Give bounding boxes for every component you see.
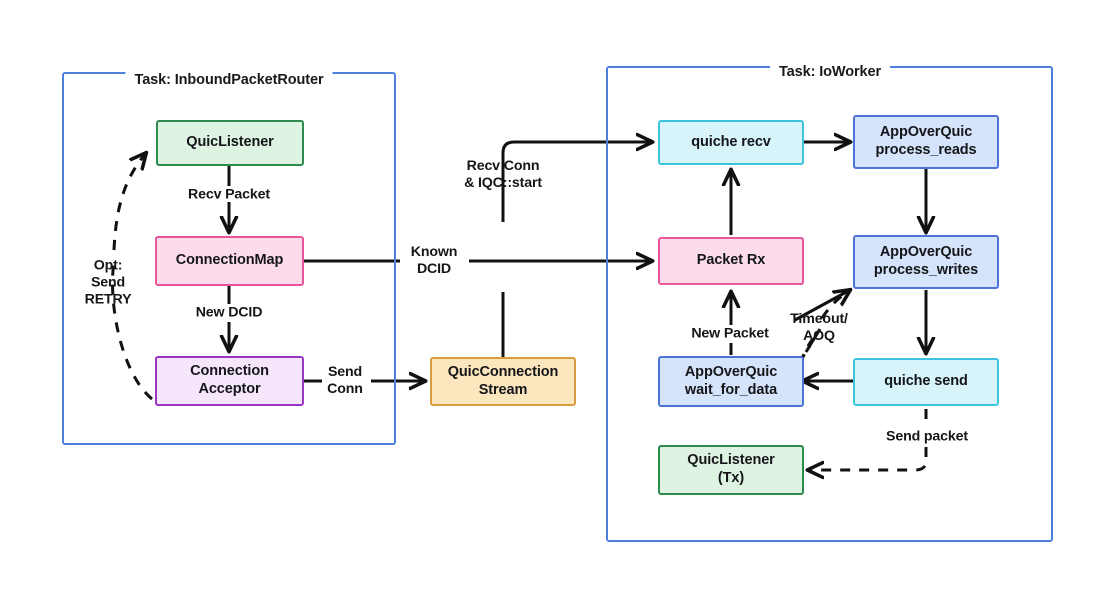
node-connection-acceptor-label-line2: Acceptor (198, 381, 261, 397)
node-connection-acceptor-label-line1: Connection (190, 363, 269, 380)
node-aoq-process-reads-label-line1: AppOverQuic (879, 124, 973, 141)
node-aoq-process-reads[interactable]: AppOverQuic process_reads (853, 115, 999, 169)
panel-inbound-packet-router-title: Task: InboundPacketRouter (125, 72, 333, 88)
node-aoq-process-writes-label-line1: AppOverQuic (879, 244, 973, 261)
edge-label-opt-send-retry: Opt: Send RETRY (84, 257, 132, 308)
node-aoq-wait-for-data[interactable]: AppOverQuic wait_for_data (658, 356, 804, 407)
node-packet-rx[interactable]: Packet Rx (658, 237, 804, 285)
edge-label-recv-packet: Recv Packet (188, 186, 270, 203)
node-quic-listener-tx[interactable]: QuicListener (Tx) (658, 445, 804, 495)
node-quiche-recv[interactable]: quiche recv (658, 120, 804, 165)
node-quic-connection-stream-label-line2: Stream (478, 381, 528, 398)
edge-label-new-packet: New Packet (691, 325, 769, 342)
edge-label-send-packet: Send packet (886, 428, 968, 445)
edge-label-timeout-aoq: Timeout/ AOQ (790, 310, 848, 344)
node-quic-connection-stream-label-line1: QuicConnection (447, 363, 559, 380)
node-quiche-recv-label: quiche recv (691, 133, 771, 150)
node-quic-listener[interactable]: QuicListener (156, 120, 304, 166)
node-quiche-send[interactable]: quiche send (853, 358, 999, 406)
node-aoq-wait-for-data-label-line2: wait_for_data (684, 381, 778, 398)
node-aoq-process-reads-label-line2: process_reads (875, 142, 977, 158)
node-packet-rx-label: Packet Rx (696, 252, 766, 269)
node-quic-connection-stream[interactable]: QuicConnection Stream (430, 357, 576, 406)
edge-label-known-dcid: Known DCID (410, 243, 458, 277)
node-aoq-process-writes[interactable]: AppOverQuic process_writes (853, 235, 999, 289)
node-connection-map[interactable]: ConnectionMap (155, 236, 304, 286)
edge-label-new-dcid: New DCID (195, 304, 263, 321)
node-quiche-send-label: quiche send (884, 373, 968, 390)
edge-label-send-conn: Send Conn (327, 363, 363, 397)
node-connection-acceptor[interactable]: Connection Acceptor (155, 356, 304, 406)
node-aoq-wait-for-data-label-line1: AppOverQuic (684, 363, 778, 380)
node-quic-listener-label: QuicListener (186, 134, 274, 151)
node-quic-listener-tx-label-line1: QuicListener (687, 452, 775, 469)
node-aoq-process-writes-label-line2: process_writes (873, 262, 979, 278)
panel-io-worker-title: Task: IoWorker (769, 64, 891, 80)
node-connection-map-label: ConnectionMap (175, 252, 284, 269)
edge-label-recv-conn-iqc-start: Recv Conn & IQC::start (464, 157, 542, 191)
node-quic-listener-tx-label-line2: (Tx) (717, 470, 745, 486)
